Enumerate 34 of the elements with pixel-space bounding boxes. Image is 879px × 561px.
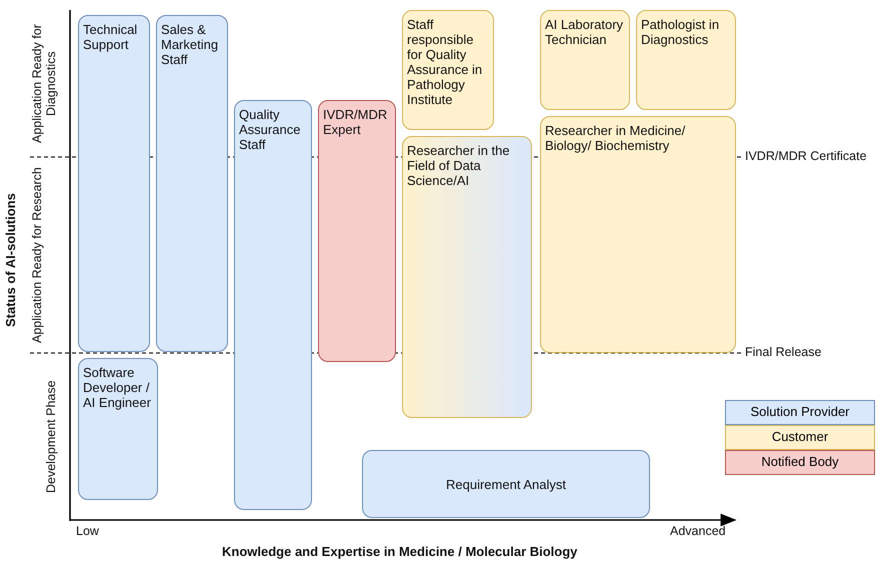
- role-box: [540, 10, 630, 110]
- role-box: [78, 358, 158, 500]
- role-label: Researcher in Medicine/ Biology/ Biochemistry: [545, 123, 686, 153]
- legend-label: Customer: [772, 429, 828, 444]
- role-box: [362, 450, 650, 518]
- role-box: [402, 10, 494, 130]
- tick-label: Advanced: [670, 524, 726, 538]
- axis-title: Status of AI-solutions: [3, 192, 18, 329]
- role-label: Researcher in the Field of Data Science/AI: [407, 143, 511, 188]
- tick-label: Low: [76, 524, 99, 538]
- role-box: [234, 100, 312, 510]
- legend-label: Solution Provider: [750, 404, 850, 419]
- role-label: Pathologist in Diagnostics: [641, 17, 720, 47]
- role-label: Software Developer / AI Engineer: [83, 365, 152, 410]
- role-label: Technical Support: [83, 22, 138, 52]
- legend-label: Notified Body: [761, 454, 839, 469]
- role-box: [318, 100, 396, 362]
- row-label: Application Ready for Research: [30, 166, 44, 345]
- role-label: AI Laboratory Technician: [545, 17, 624, 47]
- axis-title: Knowledge and Expertise in Medicine / Molecular Biology: [222, 544, 578, 559]
- row-label: Application Ready for Diagnostics: [30, 23, 58, 145]
- role-label: Staff responsible for Quality Assurance in Pathology Institute: [407, 17, 484, 107]
- role-box: [78, 15, 150, 352]
- threshold-label: IVDR/MDR Certificate: [745, 149, 867, 163]
- role-label: Requirement Analyst: [446, 476, 566, 492]
- role-label: Quality Assurance Staff: [239, 107, 302, 152]
- threshold-label: Final Release: [745, 345, 822, 359]
- role-label: Sales & Marketing Staff: [161, 22, 220, 67]
- role-box: [636, 10, 736, 110]
- role-box: [156, 15, 228, 352]
- role-box: [540, 116, 736, 353]
- row-label: Development Phase: [44, 379, 58, 495]
- role-label: IVDR/MDR Expert: [323, 107, 388, 137]
- role-box: [402, 136, 532, 418]
